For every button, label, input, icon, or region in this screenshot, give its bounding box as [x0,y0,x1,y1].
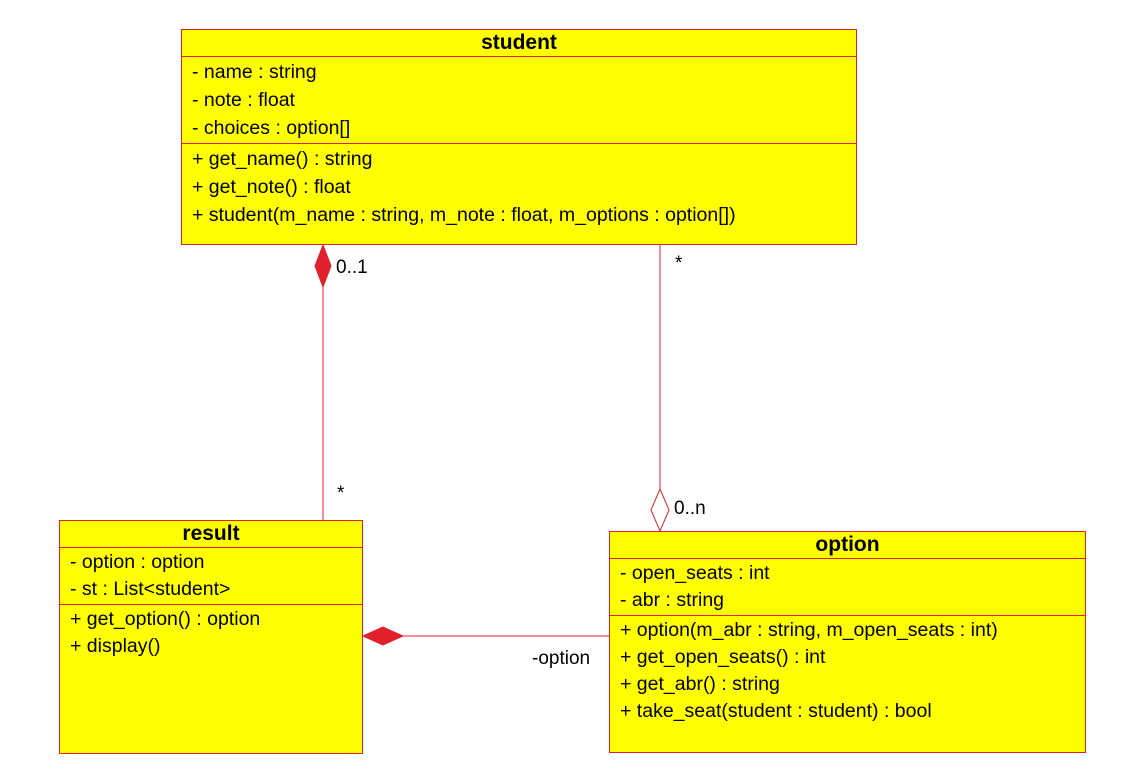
role-label: -option [532,648,591,669]
composition-diamond-student [314,243,332,289]
method: + get_name() : string [192,148,373,170]
method: + get_note() : float [192,176,351,198]
class-name: option [610,532,1085,559]
attributes-section: - open_seats : int - abr : string [610,559,1085,616]
class-result: result - option : option - st : List<stu… [59,520,363,754]
attribute: - open_seats : int [620,562,770,584]
class-option: option - open_seats : int - abr : string… [609,531,1086,753]
attribute: - choices : option[] [192,117,351,139]
attributes-section: - name : string - note : float - choices… [182,57,856,144]
method: + get_open_seats() : int [620,646,826,668]
methods-section: + option(m_abr : string, m_open_seats : … [610,616,1085,726]
attribute: - note : float [192,89,295,111]
method: + get_option() : option [70,608,261,630]
methods-section: + get_name() : string + get_note() : flo… [182,144,856,230]
multiplicity-label: * [337,483,345,504]
attribute: - st : List<student> [70,578,231,600]
multiplicity-label: 0..1 [336,257,368,278]
aggregation-diamond-option [650,487,670,533]
method: + take_seat(student : student) : bool [620,700,932,722]
method: + get_abr() : string [620,673,780,695]
class-name: student [182,30,856,57]
class-student: student - name : string - note : float -… [181,29,857,245]
attribute: - name : string [192,61,317,83]
attribute: - option : option [70,551,205,573]
multiplicity-label: 0..n [674,498,706,519]
class-name: result [60,521,362,548]
method: + display() [70,635,161,657]
attributes-section: - option : option - st : List<student> [60,548,362,605]
multiplicity-label: * [675,253,683,274]
method: + option(m_abr : string, m_open_seats : … [620,619,998,641]
method: + student(m_name : string, m_note : floa… [192,204,736,226]
composition-diamond-result [361,626,405,646]
attribute: - abr : string [620,589,725,611]
methods-section: + get_option() : option + display() [60,605,362,661]
